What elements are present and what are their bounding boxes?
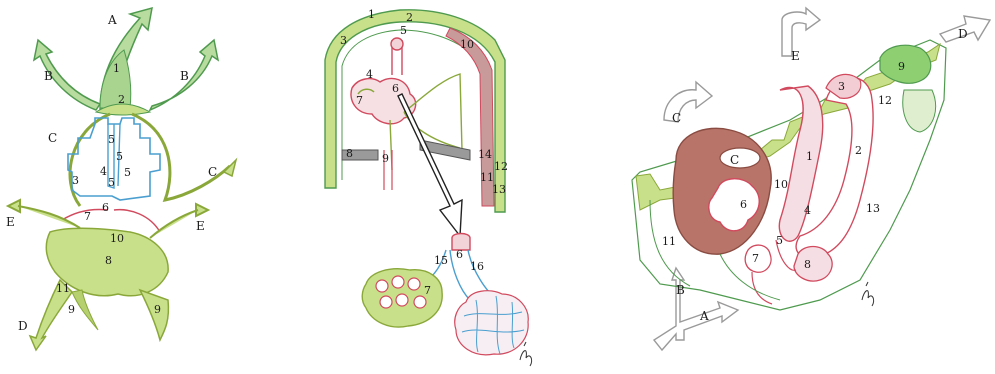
structure-5-ring bbox=[391, 38, 403, 50]
region-number: 7 bbox=[424, 284, 431, 297]
arrow-ab-grey-shape bbox=[654, 268, 738, 350]
region-number: 8 bbox=[346, 147, 353, 160]
region-number: 5 bbox=[116, 150, 123, 163]
region-number: 6 bbox=[740, 198, 747, 211]
arrow-e-left-shape bbox=[8, 200, 80, 228]
region-number: 6 bbox=[392, 82, 399, 95]
region-number: 12 bbox=[494, 160, 508, 173]
region-number: 7 bbox=[356, 94, 363, 107]
region-number: 8 bbox=[804, 258, 811, 271]
region-number: 9 bbox=[154, 303, 161, 316]
region-number: 16 bbox=[470, 260, 484, 273]
panel-3-heart-tube-schema bbox=[632, 8, 990, 350]
region-number: 1 bbox=[368, 8, 375, 21]
region-11-shape bbox=[72, 290, 98, 330]
region-number: 9 bbox=[68, 303, 75, 316]
outer-arch-green bbox=[325, 10, 505, 212]
arrow-e-grey-shape bbox=[782, 8, 820, 56]
region-number: C bbox=[730, 153, 739, 167]
pink-tube-1 bbox=[779, 86, 822, 241]
region-number: 2 bbox=[855, 144, 862, 157]
arrow-label: C bbox=[208, 165, 217, 179]
region-number: 14 bbox=[478, 148, 492, 161]
region-number: 2 bbox=[118, 93, 125, 106]
arrow-label: D bbox=[18, 319, 28, 333]
region-number: 10 bbox=[110, 232, 124, 245]
arrow-label: E bbox=[791, 49, 800, 63]
region-number: 10 bbox=[460, 38, 474, 51]
pointer-arrow bbox=[398, 94, 462, 236]
region-number: 9 bbox=[898, 60, 905, 73]
arrow-label: B bbox=[180, 69, 189, 83]
region-number: 3 bbox=[72, 174, 79, 187]
panel-1-branchial-schema bbox=[8, 8, 236, 350]
region-number: 5 bbox=[776, 234, 783, 247]
region-number: 3 bbox=[838, 80, 845, 93]
region-number: 4 bbox=[804, 204, 811, 217]
arrow-label: E bbox=[196, 219, 205, 233]
artist-signature-mark-2 bbox=[862, 282, 874, 306]
lobule-8 bbox=[794, 247, 832, 282]
region-1-shape bbox=[100, 50, 131, 108]
region-number: 9 bbox=[382, 152, 389, 165]
region-number: 6 bbox=[102, 201, 109, 214]
region-number: 12 bbox=[878, 94, 892, 107]
region-number: 5 bbox=[400, 24, 407, 37]
arrow-label: A bbox=[107, 13, 117, 27]
red-membrane-right bbox=[114, 210, 160, 232]
region-number: 1 bbox=[806, 150, 813, 163]
arrow-label: D bbox=[958, 27, 968, 41]
region-number: 13 bbox=[492, 183, 506, 196]
region-number: 4 bbox=[100, 165, 107, 178]
arrow-label: B bbox=[676, 283, 685, 297]
region-number: 2 bbox=[406, 11, 413, 24]
region-number: 8 bbox=[105, 254, 112, 267]
arrow-label: E bbox=[6, 215, 15, 229]
region-number: 11 bbox=[56, 282, 70, 295]
region-number: 7 bbox=[752, 252, 759, 265]
ventricle-opening-c bbox=[720, 148, 760, 168]
region-number: 13 bbox=[866, 202, 880, 215]
region-number: 10 bbox=[774, 178, 788, 191]
region-number: 5 bbox=[108, 176, 115, 189]
region-number: 1 bbox=[113, 62, 120, 75]
arrow-label: C bbox=[48, 131, 57, 145]
region-number: 5 bbox=[124, 166, 131, 179]
arrow-label: A bbox=[699, 309, 709, 323]
region-number: 15 bbox=[434, 254, 448, 267]
arrow-c-right-shape bbox=[132, 114, 230, 200]
region-number: 7 bbox=[84, 210, 91, 223]
artist-signature-mark bbox=[520, 342, 532, 366]
region-number: 6 bbox=[456, 248, 463, 261]
region-number: 3 bbox=[340, 34, 347, 47]
region-number: 11 bbox=[662, 235, 676, 248]
region-number: 4 bbox=[366, 68, 373, 81]
arrow-label: B bbox=[44, 69, 53, 83]
alveolar-sac-blue-red bbox=[455, 291, 528, 355]
region-number: 5 bbox=[108, 133, 115, 146]
arrow-label: C bbox=[672, 111, 681, 125]
region-12-cylinder bbox=[903, 90, 936, 132]
